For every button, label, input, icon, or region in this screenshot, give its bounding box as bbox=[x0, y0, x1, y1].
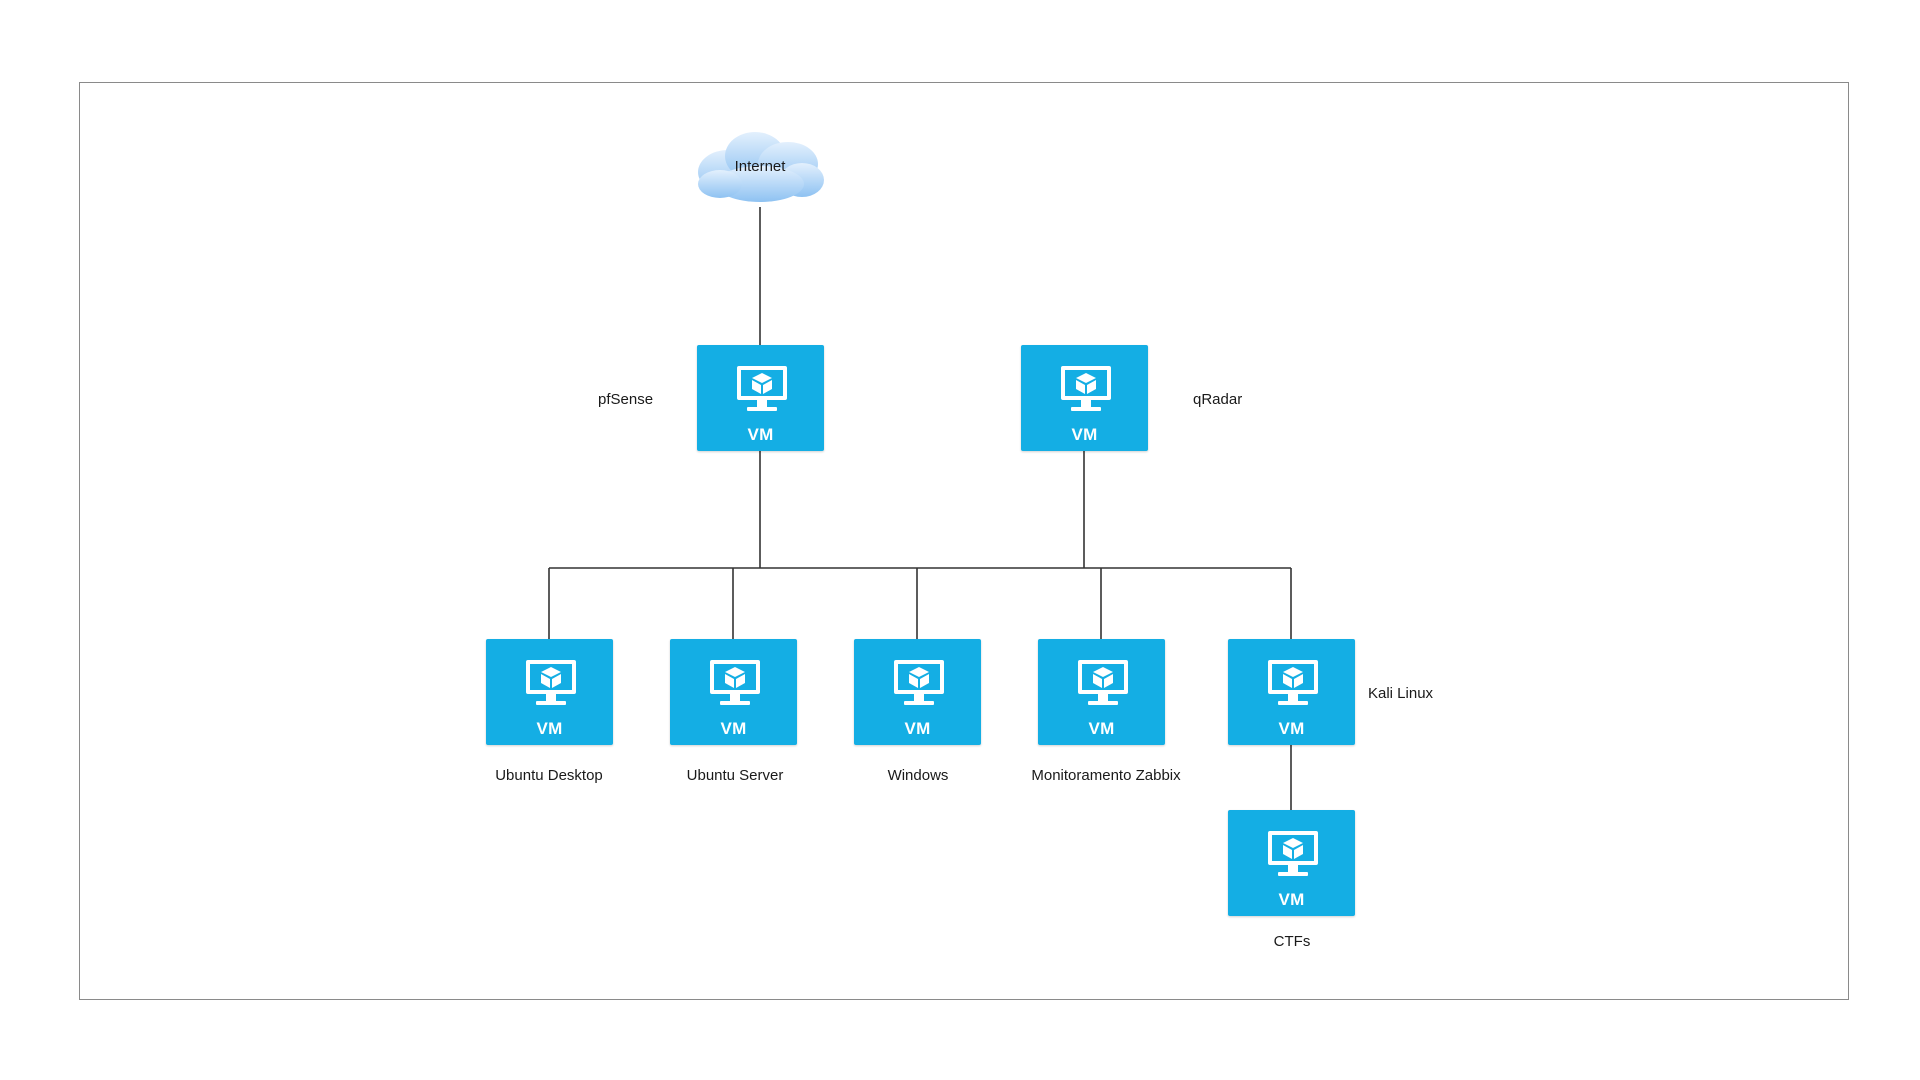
monitor-icon bbox=[710, 660, 760, 705]
cube-icon bbox=[541, 667, 561, 688]
cube-icon bbox=[1076, 373, 1096, 394]
diagram-frame bbox=[79, 82, 1849, 1000]
vm-tag: VM bbox=[904, 719, 931, 738]
vm-node-ubuntu-desktop[interactable]: VM bbox=[486, 639, 613, 745]
internet-label: Internet bbox=[734, 158, 786, 175]
monitor-icon bbox=[1268, 660, 1318, 705]
vm-node-windows[interactable]: VM bbox=[854, 639, 981, 745]
cube-icon bbox=[909, 667, 929, 688]
label-ctfs: CTFs bbox=[1273, 933, 1311, 950]
internet-cloud: Internet bbox=[690, 120, 830, 210]
cube-icon bbox=[752, 373, 772, 394]
label-windows: Windows bbox=[887, 767, 949, 784]
label-zabbix: Monitoramento Zabbix bbox=[1031, 767, 1181, 784]
monitor-icon bbox=[1078, 660, 1128, 705]
cube-icon bbox=[725, 667, 745, 688]
vm-tag: VM bbox=[1088, 719, 1115, 738]
monitor-icon bbox=[737, 366, 787, 411]
vm-tag: VM bbox=[747, 425, 774, 444]
vm-tag: VM bbox=[1278, 719, 1305, 738]
monitor-icon bbox=[1268, 831, 1318, 876]
vm-node-kali[interactable]: VM bbox=[1228, 639, 1355, 745]
cube-icon bbox=[1283, 838, 1303, 859]
vm-tag: VM bbox=[536, 719, 563, 738]
vm-node-ctfs[interactable]: VM bbox=[1228, 810, 1355, 916]
vm-tag: VM bbox=[1071, 425, 1098, 444]
monitor-icon bbox=[1061, 366, 1111, 411]
label-pfsense: pfSense bbox=[598, 391, 654, 408]
label-ubuntu-server: Ubuntu Server bbox=[686, 767, 784, 784]
label-qradar: qRadar bbox=[1193, 391, 1243, 408]
vm-node-zabbix[interactable]: VM bbox=[1038, 639, 1165, 745]
cube-icon bbox=[1093, 667, 1113, 688]
label-kali: Kali Linux bbox=[1368, 685, 1434, 702]
cube-icon bbox=[1283, 667, 1303, 688]
vm-tag: VM bbox=[1278, 890, 1305, 909]
vm-tag: VM bbox=[720, 719, 747, 738]
vm-node-qradar[interactable]: VM bbox=[1021, 345, 1148, 451]
monitor-icon bbox=[894, 660, 944, 705]
vm-node-ubuntu-server[interactable]: VM bbox=[670, 639, 797, 745]
cloud-icon bbox=[698, 132, 824, 202]
vm-node-pfsense[interactable]: VM bbox=[697, 345, 824, 451]
monitor-icon bbox=[526, 660, 576, 705]
label-ubuntu-desktop: Ubuntu Desktop bbox=[495, 767, 603, 784]
